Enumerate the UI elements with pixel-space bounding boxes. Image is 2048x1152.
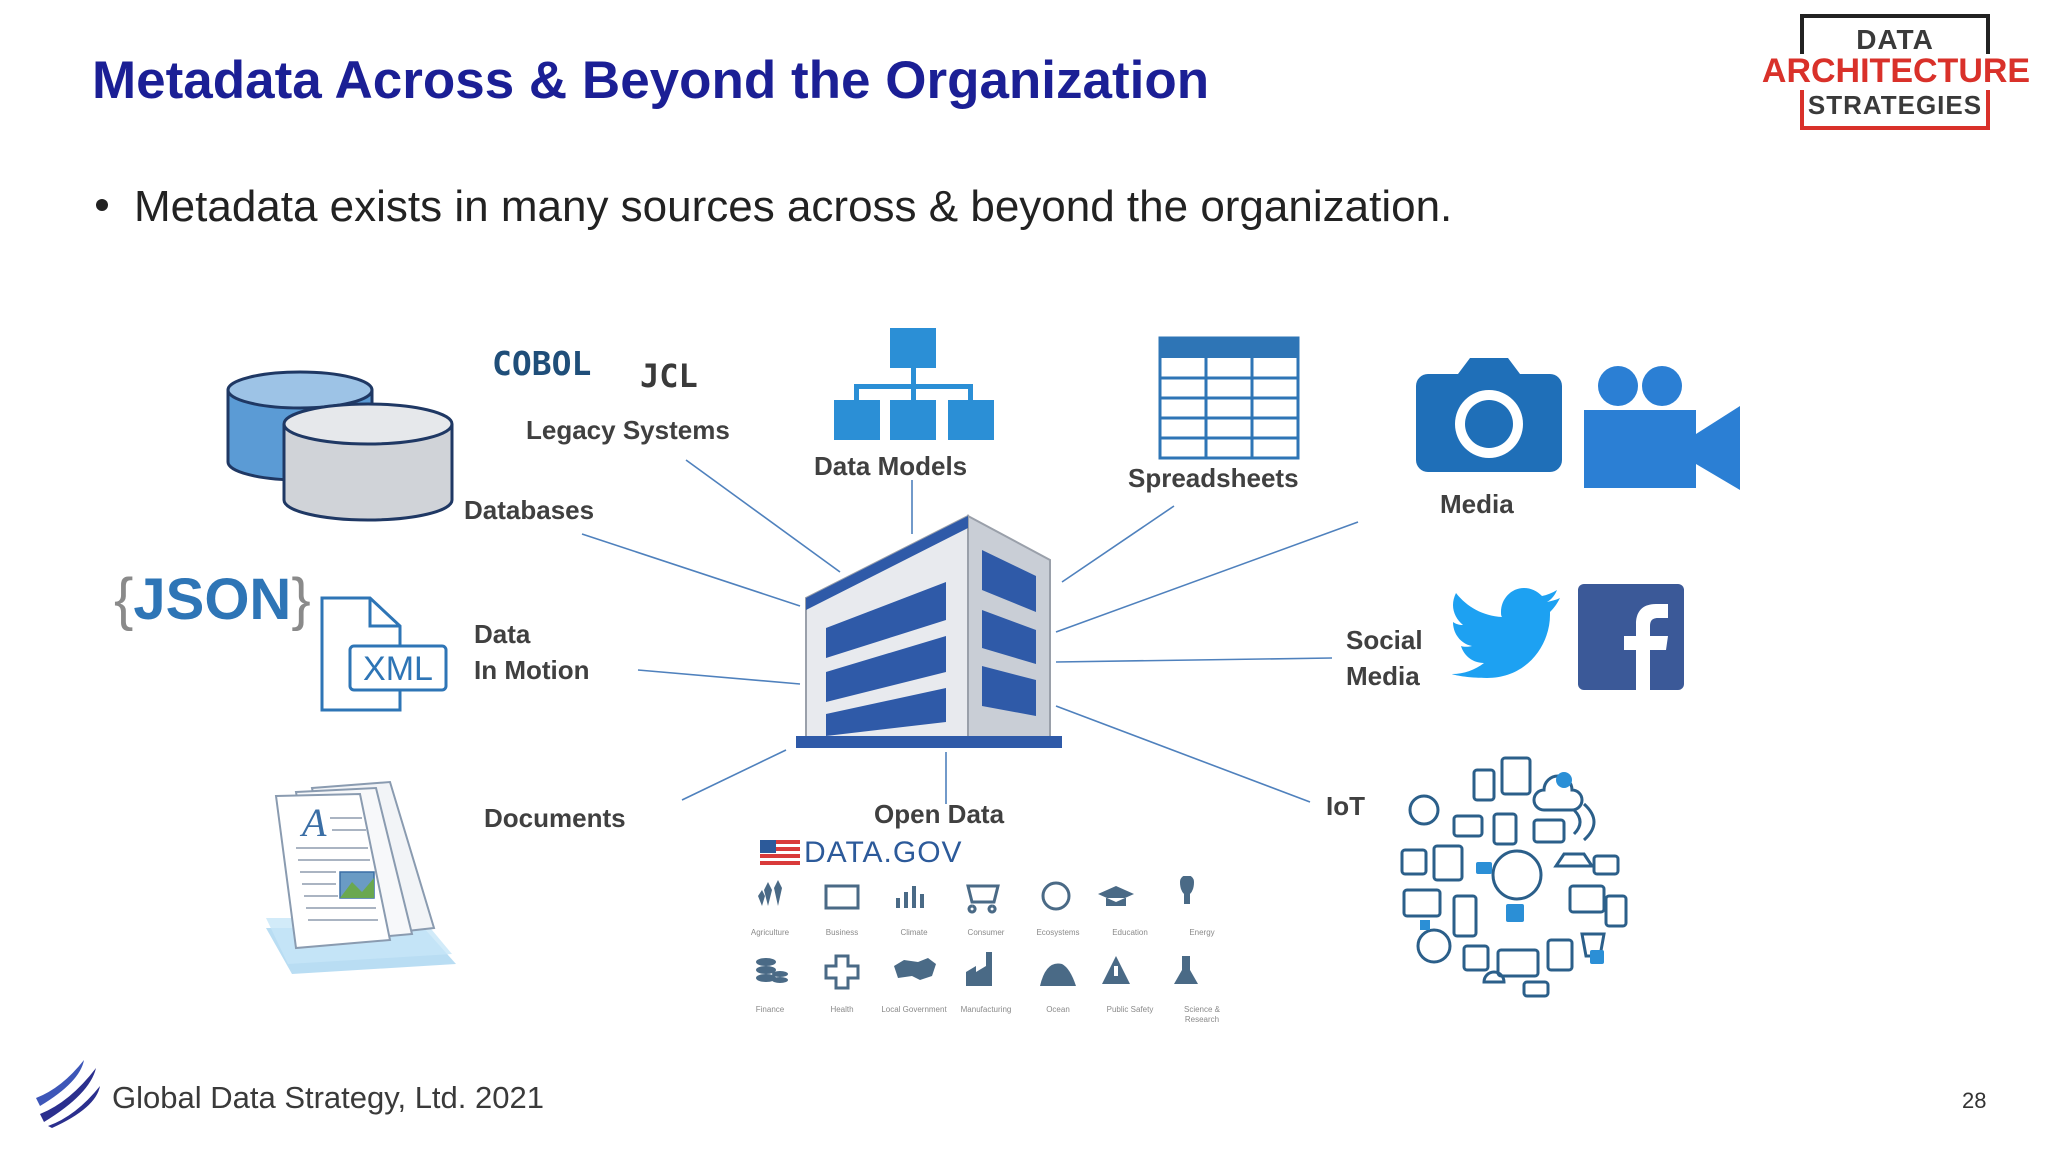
datagov-label-finance: Finance [755,1005,785,1014]
label-iot: IoT [1326,791,1365,821]
json-label: {JSON} [114,567,311,632]
label-spreadsheets: Spreadsheets [1128,463,1299,493]
cobol-label: COBOL [492,344,592,383]
global-data-strategy-logo-icon [36,1060,100,1128]
ecosystems-icon [1041,881,1071,911]
manufacturing-icon [966,952,992,986]
datagov-label-health: Health [830,1005,854,1014]
datagov-label-energy: Energy [1189,928,1215,937]
connector-documents [681,749,787,801]
connector-iot [1055,705,1311,803]
label-open-data: Open Data [874,799,1005,829]
bullet-text: Metadata exists in many sources across &… [134,182,1453,231]
twitter-icon [1452,588,1560,678]
datagov-label-public-safety: Public Safety [1106,1005,1154,1014]
page-number: 28 [1962,1088,1987,1113]
consumer-icon [966,884,1000,914]
connector-data-in-motion [637,669,801,685]
public-safety-icon [1102,956,1130,984]
connector-spreadsheets [1061,505,1175,583]
organization-building-icon [796,514,1062,748]
connector-databases [581,533,801,607]
spreadsheet-icon [1158,336,1300,460]
datagov-label-climate: Climate [900,928,928,937]
label-legacy-systems: Legacy Systems [526,415,730,445]
connector-legacy [685,459,841,573]
label-data-in-motion-line1: Data [474,619,531,649]
datagov-label-ecosystems: Ecosystems [1036,928,1080,937]
datagov-label-education: Education [1112,928,1148,937]
data-model-hierarchy-icon [834,328,994,440]
connector-media [1055,521,1359,633]
science-icon [1174,956,1198,984]
label-data-models: Data Models [814,451,968,481]
finance-icon [756,958,788,983]
health-icon [824,954,860,990]
jcl-label: JCL [640,357,698,395]
bullet-point: Metadata exists in many sources across &… [96,182,1452,232]
iot-devices-cluster-icon [1400,756,1628,998]
education-icon [1098,886,1134,906]
camera-icon [1416,358,1562,472]
datagov-label-science-research: Science & Research [1183,1005,1221,1024]
company-logo-frame [1800,14,1990,130]
agriculture-icon [758,880,782,906]
ocean-icon [1040,963,1076,986]
business-icon [824,884,860,910]
label-data-in-motion-line2: In Motion [474,655,590,685]
datagov-label-manufacturing: Manufacturing [960,1005,1012,1014]
label-databases: Databases [464,495,595,525]
datagov-label-agriculture: Agriculture [750,928,790,937]
database-icon [226,370,454,522]
svg-text:A: A [299,800,327,845]
datagov-category-icons [756,876,1198,990]
local-government-icon [894,958,936,980]
label-documents: Documents [484,803,626,833]
bullet-dot [96,199,108,212]
datagov-logo-text: DATA.GOV [804,836,963,869]
slide-title: Metadata Across & Beyond the Organizatio… [92,51,1210,110]
datagov-label-local-government: Local Government [881,1005,947,1014]
video-camera-icon [1584,366,1740,490]
xml-label: XML [363,650,433,688]
energy-icon [1180,876,1194,904]
climate-icon [896,886,924,908]
connector-social [1055,657,1333,663]
datagov-label-consumer: Consumer [967,928,1005,937]
documents-icon: A [266,780,456,974]
label-social-media-line1: Social [1346,625,1423,655]
logo-line-2: ARCHITECTURE [1761,52,2031,90]
us-flag-icon [760,840,800,866]
label-social-media-line2: Media [1346,661,1420,691]
datagov-label-business: Business [825,928,859,937]
logo-line-1: DATA [1856,24,1934,55]
footer-text: Global Data Strategy, Ltd. 2021 [112,1080,544,1115]
datagov-label-ocean: Ocean [1046,1005,1070,1014]
label-media: Media [1440,489,1514,519]
xml-file-icon: XML [320,596,448,712]
facebook-icon [1578,584,1684,690]
logo-line-3: STRATEGIES [1807,90,1983,120]
